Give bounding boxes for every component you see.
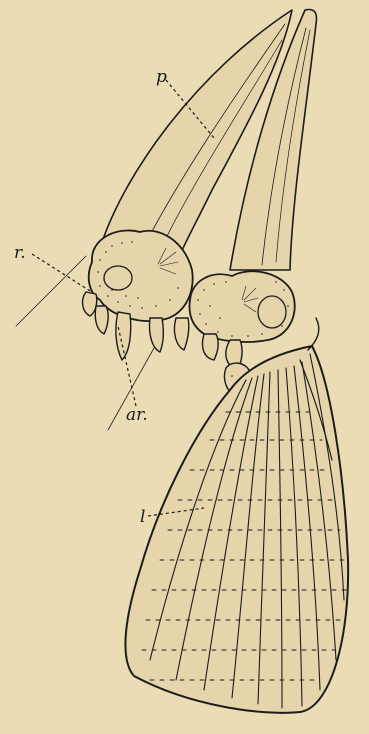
label-ar: ar. (126, 405, 148, 425)
label-l: l (140, 507, 145, 527)
right-base (190, 271, 295, 342)
label-p: p (156, 67, 167, 87)
pointer-line-upper (16, 256, 86, 326)
label-r: r. (14, 243, 26, 263)
